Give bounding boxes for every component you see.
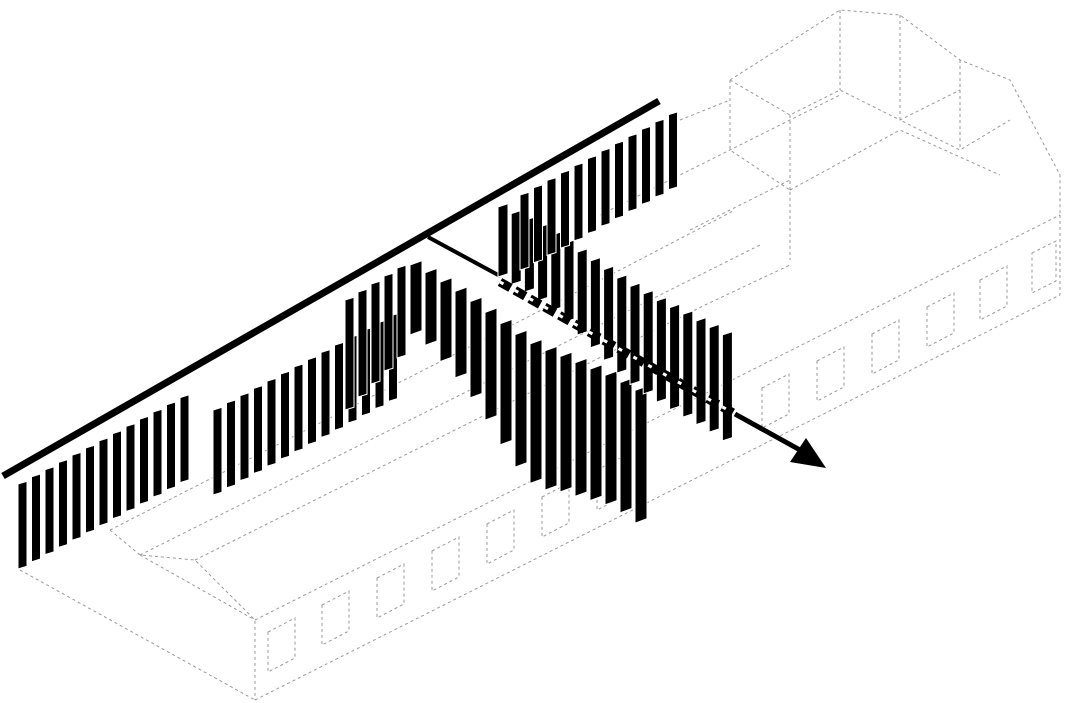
fin-panel [293,363,304,453]
fin-panel [469,296,483,399]
fin-panel [499,318,513,446]
fin-panel [529,338,543,485]
fin-panel [519,191,530,271]
fin-panel [669,303,681,411]
fin-panel [344,296,355,411]
fin-panel [655,296,667,403]
fin-panel [510,209,522,286]
fin-panel [179,394,190,484]
fin-panel [152,408,163,498]
fin-panel [573,162,584,242]
fin-panel [641,125,651,205]
fin-panel [226,399,236,489]
cross-beam [427,235,501,278]
fin-panel [44,466,55,556]
canopy-structure [1,97,661,480]
fin-panel [253,384,263,475]
fin-panel [409,259,423,336]
fin-panel [484,307,498,421]
fin-panel [125,422,136,513]
building-outline-back [599,9,1061,260]
fin-panel [668,111,678,191]
fin-panel [497,203,509,278]
fin-panel [695,317,707,426]
fin-panel [266,377,277,467]
fin-panel [604,370,618,506]
fin-panel [708,323,720,433]
fin-panel [85,444,95,534]
circulation-arrow [497,278,826,468]
fin-panel [546,176,557,257]
fin-panel [634,385,648,524]
fin-panel [587,155,597,235]
fin-panel [563,239,575,323]
canopy-beam [1,97,661,480]
fin-panel [239,392,250,482]
fin-panel [370,280,381,385]
fin-panel [439,277,453,363]
fin-panel [139,415,149,505]
fin-panel [619,377,633,514]
fin-panel [654,118,665,198]
fin-panel [334,341,344,431]
fin-panel [574,357,588,498]
fin-panel [616,274,628,374]
fin-panel [600,147,611,227]
fin-panel [544,345,558,491]
fin-panel [98,437,109,527]
fin-panel [58,458,68,549]
fin-panel [112,430,122,520]
arrow-dashed-inner [499,280,736,416]
arrowhead [790,438,826,468]
fin-panel [71,451,82,541]
fin-panel [31,473,41,563]
fin-panel [396,264,407,359]
arrow-shaft [733,411,802,453]
fin-panel [307,356,317,446]
fin-panel [629,282,641,386]
fin-panel [166,401,176,491]
fin-panel [357,288,368,398]
fin-panel [280,370,290,460]
fin-panel [627,133,638,213]
fin-panel [320,348,331,439]
fin-panel [454,286,468,379]
fin-panel [576,248,588,336]
fin-panel [589,256,601,349]
fin-panel [424,267,438,347]
fin-panel [514,329,528,468]
fin-panel [559,351,573,493]
fin-panel [383,272,394,372]
fin-panel [560,169,570,249]
vertical-fin-screen [17,111,733,570]
fin-panel [721,330,733,442]
fin-panel [589,364,603,502]
fin-panel [682,310,694,418]
fin-panel [614,140,624,220]
fin-panel [212,406,223,496]
fin-panel [17,480,28,570]
fin-panel [642,289,654,395]
fin-panel [533,184,543,264]
